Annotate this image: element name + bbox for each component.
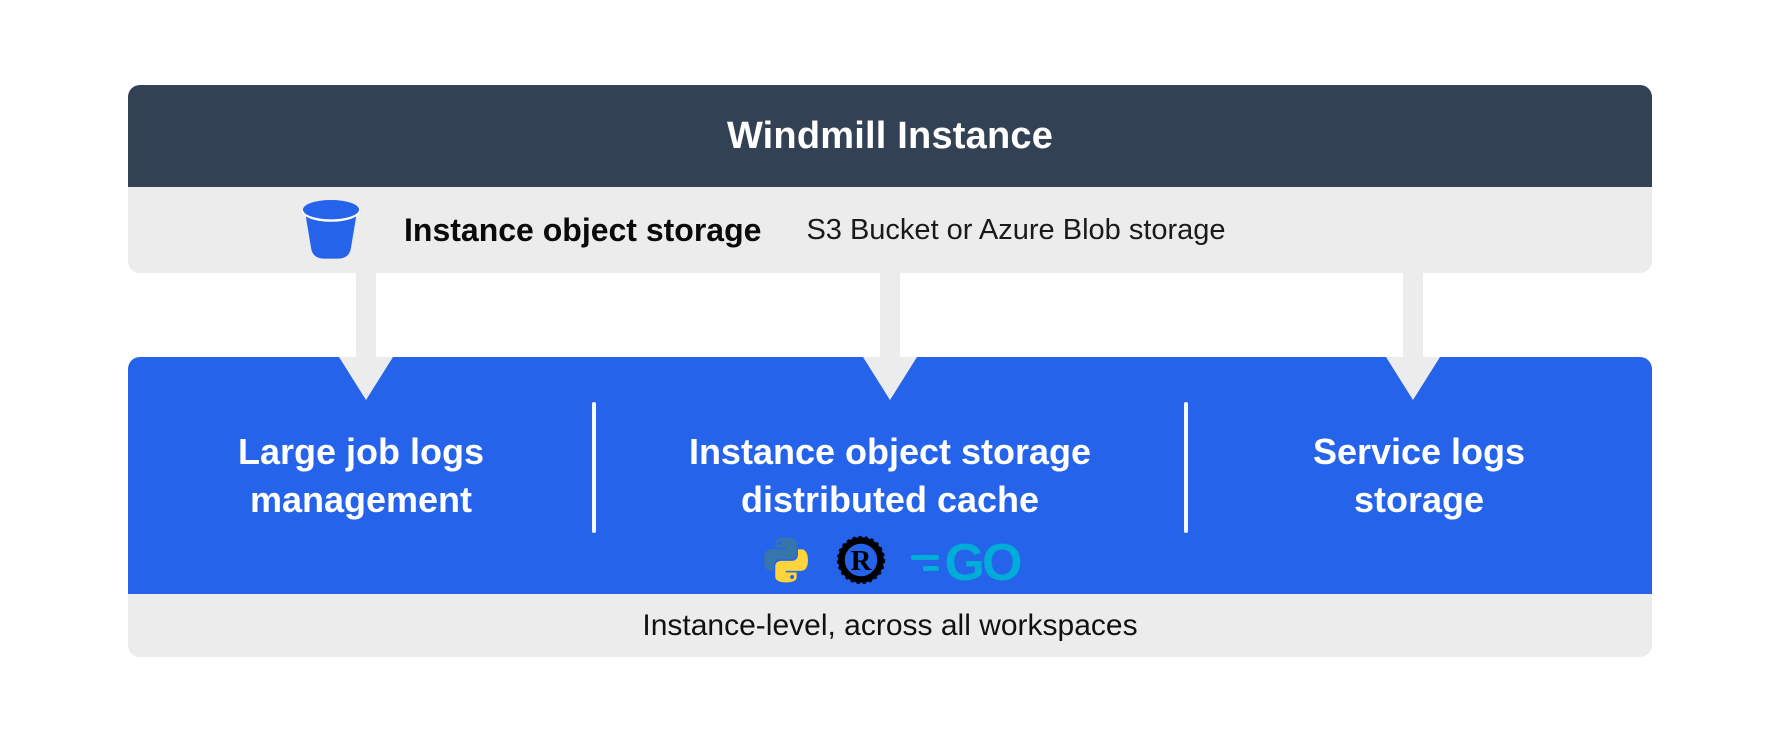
arrow-stem — [356, 272, 376, 357]
section-title-line: Large job logs — [237, 430, 485, 472]
section-title: Large job logs management — [238, 428, 484, 524]
section-title-line: management — [249, 478, 473, 520]
object-storage-bar: Instance object storage S3 Bucket or Azu… — [128, 187, 1652, 273]
arrow-stem — [880, 272, 900, 357]
bucket-icon — [300, 199, 362, 261]
instance-header: Windmill Instance — [128, 85, 1652, 187]
section-title-line: Service logs — [1312, 430, 1526, 472]
object-storage-label: Instance object storage — [404, 211, 762, 248]
arrow-down-icon — [863, 272, 917, 400]
section-divider — [592, 402, 596, 533]
arrow-head — [339, 357, 393, 400]
language-logos: R GO — [761, 533, 1023, 592]
scope-footer-bar: Instance-level, across all workspaces — [128, 594, 1652, 657]
arrow-stem — [1403, 272, 1423, 357]
go-icon: GO — [910, 533, 1023, 592]
rust-icon: R — [835, 534, 887, 591]
section-service-logs: Service logs storage — [1186, 357, 1652, 594]
section-title-line: Instance object storage — [688, 430, 1092, 472]
section-title: Instance object storage distributed cach… — [689, 428, 1091, 524]
go-speed-lines — [910, 554, 939, 571]
section-title-line: storage — [1353, 478, 1485, 520]
arrow-down-icon — [339, 272, 393, 400]
go-wordmark: GO — [944, 533, 1023, 592]
python-icon — [761, 534, 811, 591]
section-distributed-cache: Instance object storage distributed cach… — [594, 357, 1186, 594]
section-large-job-logs: Large job logs management — [128, 357, 594, 594]
arrow-head — [863, 357, 917, 400]
section-divider — [1184, 402, 1188, 533]
arrow-head — [1386, 357, 1440, 400]
svg-text:R: R — [850, 545, 872, 577]
section-title-line: distributed cache — [740, 478, 1040, 520]
instance-title: Windmill Instance — [726, 114, 1054, 157]
object-storage-description: S3 Bucket or Azure Blob storage — [806, 213, 1226, 246]
scope-footer-label: Instance-level, across all workspaces — [642, 608, 1138, 642]
arrow-down-icon — [1386, 272, 1440, 400]
section-title: Service logs storage — [1313, 428, 1525, 524]
